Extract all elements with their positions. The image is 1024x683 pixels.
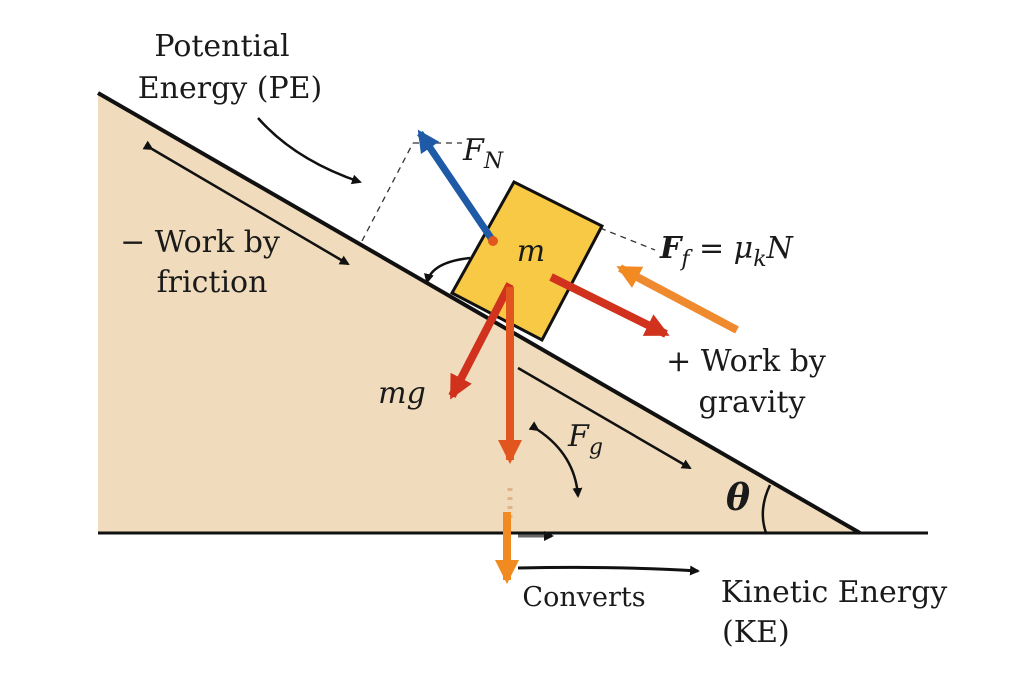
gravity-work-label-line2: gravity <box>699 385 806 420</box>
block-center-point <box>488 236 498 246</box>
friction-work-label-line1: − Work by <box>120 225 280 260</box>
normal-force-label: FN <box>462 133 504 174</box>
pe-arrow <box>257 117 362 185</box>
fn-sub: N <box>483 149 504 174</box>
mg-label: mg <box>378 376 426 411</box>
pe-label-line2: Energy (PE) <box>138 71 323 106</box>
pe-label-line1: Potential <box>154 29 289 64</box>
angle-arc <box>761 484 772 534</box>
dashed-guide-right <box>599 227 656 251</box>
normal-force-arrow <box>417 129 496 243</box>
fg-sub: g <box>589 435 603 460</box>
converts-arrow <box>517 565 700 576</box>
ff-eq: = μ <box>689 231 753 266</box>
ke-label-line2: (KE) <box>722 615 790 650</box>
gravity-component-arrow <box>549 273 670 338</box>
theta-label: θ <box>726 477 750 519</box>
converts-label: Converts <box>522 582 645 613</box>
gravity-work-label-line1: + Work by <box>666 344 826 379</box>
fg-main: F <box>567 419 590 454</box>
ff-mu-sub: k <box>753 247 766 272</box>
friction-force-arrow <box>616 264 739 334</box>
mass-label: m <box>517 234 545 269</box>
ff-main: F <box>659 231 684 266</box>
friction-force-label: Ff = μkN <box>659 231 795 272</box>
fg-label: Fg <box>567 419 603 460</box>
mg-arrow <box>448 282 514 400</box>
dashed-guide-left <box>361 142 414 242</box>
fg-curved-arrow <box>528 421 583 498</box>
block-angle-arrow <box>424 256 471 284</box>
friction-work-label-line2: friction <box>157 265 268 300</box>
fn-main: F <box>462 133 485 168</box>
gravity-work-arrow <box>517 366 692 470</box>
ke-label-line1: Kinetic Energy <box>721 575 948 610</box>
friction-work-double-arrow <box>142 140 350 266</box>
ff-tail: N <box>766 231 795 266</box>
